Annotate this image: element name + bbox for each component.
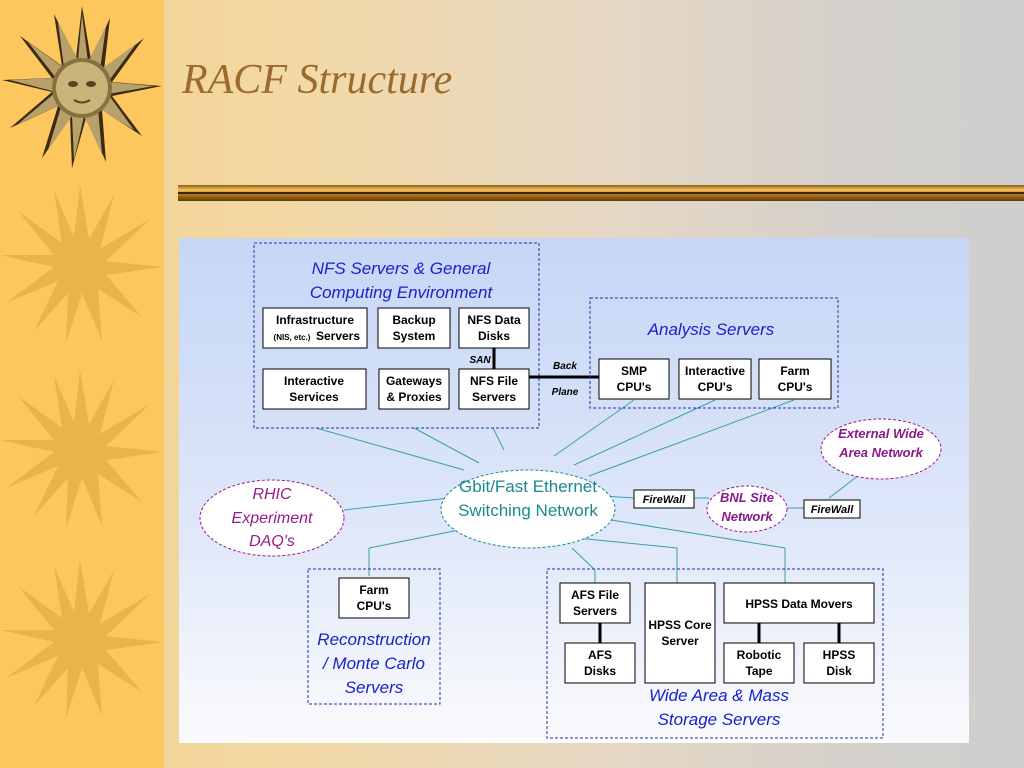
svg-text:Experiment: Experiment xyxy=(232,510,313,527)
sun-icon xyxy=(0,185,162,343)
nfs-file-servers-box: NFS File Servers xyxy=(458,368,530,410)
recon-farm-cpus-box: Farm CPU's xyxy=(338,577,410,619)
farm-cpus-box: Farm CPU's xyxy=(758,358,832,400)
firewall-box-2: FireWall xyxy=(803,499,861,519)
svg-text:BNL Site: BNL Site xyxy=(720,490,774,505)
switching-network-ellipse: Gbit/Fast Ethernet Switching Network xyxy=(440,469,616,549)
recon-group-title-line2: / Monte Carlo xyxy=(322,654,425,673)
recon-group-title-line1: Reconstruction xyxy=(317,630,430,649)
svg-text:FireWall: FireWall xyxy=(643,494,687,506)
sun-icon xyxy=(0,560,162,718)
svg-text:Farm: Farm xyxy=(780,364,809,378)
nfs-group-title-line2: Computing Environment xyxy=(310,283,494,302)
nfs-servers-group xyxy=(253,242,540,429)
nfs-data-disks-box: NFS Data Disks xyxy=(458,307,530,349)
analysis-servers-group xyxy=(589,297,839,409)
svg-text:CPU's: CPU's xyxy=(617,380,652,394)
svg-text:Servers: Servers xyxy=(573,604,617,618)
svg-text:Robotic: Robotic xyxy=(737,648,782,662)
reconstruction-group xyxy=(307,568,441,705)
svg-text:Network: Network xyxy=(721,509,773,524)
svg-text:CPU's: CPU's xyxy=(357,599,392,613)
hpss-data-movers-box: HPSS Data Movers xyxy=(723,582,875,624)
svg-text:CPU's: CPU's xyxy=(778,380,813,394)
infrastructure-servers-box: Infrastructure (NIS, etc.) Servers xyxy=(262,307,368,349)
svg-text:HPSS: HPSS xyxy=(823,648,856,662)
svg-text:(NIS, etc.): (NIS, etc.) xyxy=(274,333,311,342)
afs-disks-box: AFS Disks xyxy=(564,642,636,684)
svg-text:AFS File: AFS File xyxy=(571,588,619,602)
backplane-label-line1: Back xyxy=(553,361,577,372)
svg-text:RHIC: RHIC xyxy=(252,486,292,503)
svg-text:CPU's: CPU's xyxy=(698,380,733,394)
storage-servers-group xyxy=(546,568,884,739)
hpss-disk-box: HPSS Disk xyxy=(803,642,875,684)
metallic-sun-icon xyxy=(2,6,162,168)
svg-text:Disk: Disk xyxy=(826,664,852,678)
smp-cpus-box: SMP CPU's xyxy=(598,358,670,400)
svg-text:AFS: AFS xyxy=(588,648,612,662)
svg-text:Disks: Disks xyxy=(584,664,616,678)
svg-text:Server: Server xyxy=(661,634,699,648)
svg-text:Interactive: Interactive xyxy=(685,364,745,378)
svg-text:Gateways: Gateways xyxy=(386,374,442,388)
sun-icon xyxy=(0,370,162,528)
svg-text:DAQ's: DAQ's xyxy=(249,533,295,550)
svg-text:NFS File: NFS File xyxy=(470,374,518,388)
backplane-label-line2: Plane xyxy=(552,387,579,398)
slide-title: RACF Structure xyxy=(182,57,453,103)
nfs-group-title-line1: NFS Servers & General xyxy=(312,259,492,278)
analysis-group-title: Analysis Servers xyxy=(647,320,775,339)
svg-text:Servers: Servers xyxy=(472,390,516,404)
svg-text:System: System xyxy=(393,329,436,343)
svg-text:Farm: Farm xyxy=(359,583,388,597)
storage-group-title-line1: Wide Area & Mass xyxy=(649,686,789,705)
svg-text:Servers: Servers xyxy=(316,329,360,343)
svg-text:External Wide: External Wide xyxy=(838,426,924,441)
svg-text:Disks: Disks xyxy=(478,329,510,343)
rhic-daq-ellipse: RHIC Experiment DAQ's xyxy=(199,479,345,557)
firewall-box-1: FireWall xyxy=(633,489,695,509)
interactive-services-box: Interactive Services xyxy=(262,368,367,410)
svg-text:Services: Services xyxy=(289,390,339,404)
bnl-site-network-ellipse: BNL Site Network xyxy=(706,485,788,533)
gateways-proxies-box: Gateways & Proxies xyxy=(378,368,450,410)
decorative-sidebar xyxy=(0,0,164,768)
svg-text:HPSS Core: HPSS Core xyxy=(648,618,712,632)
svg-text:Gbit/Fast Ethernet: Gbit/Fast Ethernet xyxy=(459,477,597,496)
svg-text:& Proxies: & Proxies xyxy=(386,390,442,404)
svg-text:Tape: Tape xyxy=(745,664,772,678)
external-wan-ellipse: External Wide Area Network xyxy=(820,418,942,480)
svg-text:Area Network: Area Network xyxy=(838,445,924,460)
hpss-core-server-box: HPSS Core Server xyxy=(644,582,716,684)
san-label: SAN xyxy=(469,355,491,366)
recon-group-title-line3: Servers xyxy=(345,678,404,697)
svg-text:HPSS Data Movers: HPSS Data Movers xyxy=(745,597,853,611)
svg-text:FireWall: FireWall xyxy=(811,504,855,516)
svg-text:Switching Network: Switching Network xyxy=(458,501,598,520)
robotic-tape-box: Robotic Tape xyxy=(723,642,795,684)
svg-text:Interactive: Interactive xyxy=(284,374,344,388)
network-links xyxy=(315,399,860,583)
storage-group-title-line2: Storage Servers xyxy=(658,710,781,729)
title-rule xyxy=(178,185,1024,201)
backup-system-box: Backup System xyxy=(377,307,451,349)
afs-file-servers-box: AFS File Servers xyxy=(559,582,631,624)
svg-text:NFS Data: NFS Data xyxy=(467,313,521,327)
interactive-cpus-box: Interactive CPU's xyxy=(678,358,752,400)
svg-text:SMP: SMP xyxy=(621,364,647,378)
racf-diagram: NFS Servers & General Computing Environm… xyxy=(179,238,969,743)
svg-text:Infrastructure: Infrastructure xyxy=(276,313,354,327)
svg-text:Backup: Backup xyxy=(392,313,435,327)
